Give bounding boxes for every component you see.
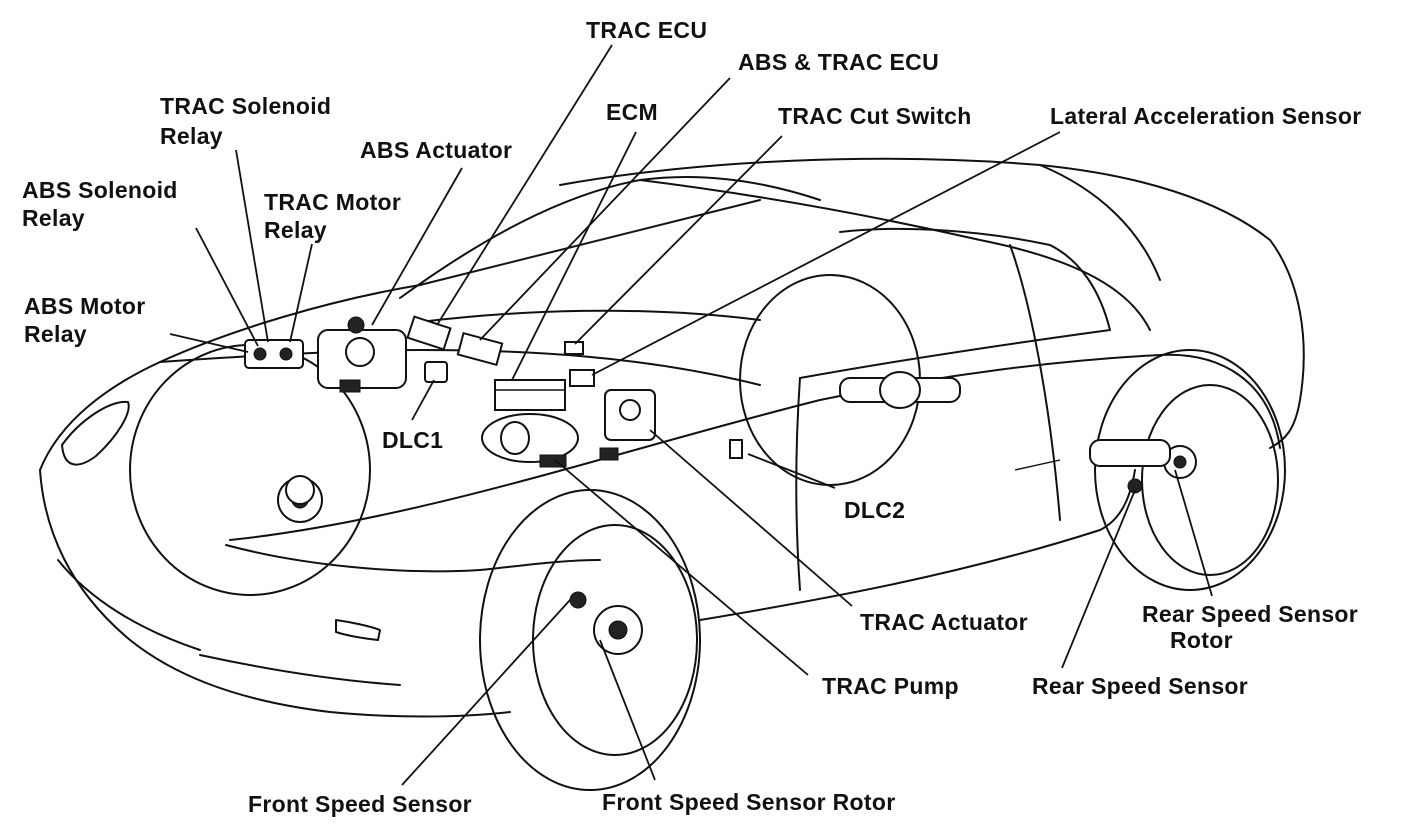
rear-drive-shaft <box>839 371 961 409</box>
label-dlc1: DLC1 <box>382 427 443 453</box>
label-abs-trac-ecu: ABS & TRAC ECU <box>738 49 939 75</box>
trac-ecu-box <box>406 315 452 351</box>
label-abs-solenoid-relay-line2: Relay <box>22 205 85 231</box>
dlc1-connector <box>424 361 448 383</box>
lateral-acceleration-sensor-part <box>569 369 595 387</box>
labels: TRAC ECU ABS & TRAC ECU ECM TRAC Cut Swi… <box>22 17 1361 817</box>
abs-trac-ecu-box <box>456 331 504 367</box>
car-body-outline <box>39 157 1305 718</box>
label-trac-solenoid-relay-line2: Relay <box>160 123 223 149</box>
label-dlc2: DLC2 <box>844 497 905 523</box>
front-right-wheel <box>479 489 701 791</box>
label-trac-actuator: TRAC Actuator <box>860 609 1028 635</box>
label-front-speed-sensor-rotor: Front Speed Sensor Rotor <box>602 789 895 815</box>
label-abs-actuator: ABS Actuator <box>360 137 512 163</box>
label-lateral-acceleration-sensor: Lateral Acceleration Sensor <box>1050 103 1361 129</box>
label-trac-cut-switch: TRAC Cut Switch <box>778 103 972 129</box>
ecm-box <box>494 379 566 411</box>
trac-actuator-unit <box>599 389 656 461</box>
label-trac-motor-relay-line2: Relay <box>264 217 327 243</box>
label-rear-speed-sensor: Rear Speed Sensor <box>1032 673 1248 699</box>
trac-pump-unit <box>481 413 579 468</box>
label-trac-solenoid-relay-line1: TRAC Solenoid <box>160 93 331 119</box>
label-trac-motor-relay-line1: TRAC Motor <box>264 189 401 215</box>
label-trac-pump: TRAC Pump <box>822 673 959 699</box>
label-front-speed-sensor: Front Speed Sensor <box>248 791 472 817</box>
label-rear-speed-sensor-rotor-line1: Rear Speed Sensor <box>1142 601 1358 627</box>
front-axle-sensor-assembly <box>285 475 587 609</box>
trac-cut-switch-part <box>564 341 584 355</box>
label-ecm: ECM <box>606 99 658 125</box>
dlc2-connector <box>729 439 743 459</box>
label-rear-speed-sensor-rotor-line2: Rotor <box>1170 627 1233 653</box>
label-trac-ecu: TRAC ECU <box>586 17 707 43</box>
label-abs-solenoid-relay-line1: ABS Solenoid <box>22 177 178 203</box>
label-abs-motor-relay-line1: ABS Motor <box>24 293 146 319</box>
label-abs-motor-relay-line2: Relay <box>24 321 87 347</box>
abs-actuator-unit <box>317 316 407 393</box>
abs-relay-block <box>244 339 304 369</box>
rear-right-wheel <box>1094 349 1286 591</box>
rear-axle-sensor-assembly <box>1089 439 1171 494</box>
leader-lines <box>169 44 1213 786</box>
